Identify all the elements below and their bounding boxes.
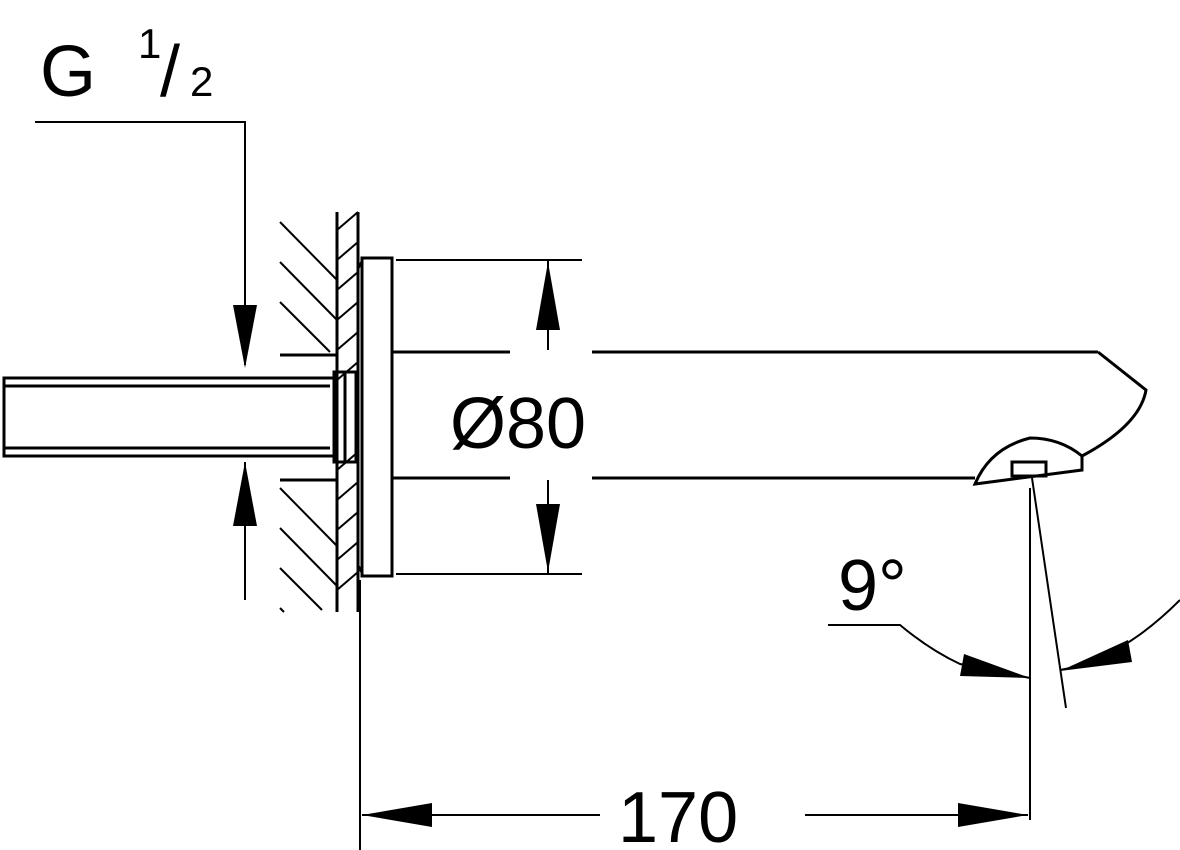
thread-slash: / bbox=[160, 32, 180, 112]
diameter-label: Ø80 bbox=[450, 384, 586, 464]
angle-dimension: 9° bbox=[828, 477, 1180, 820]
thread-arrow-top bbox=[233, 305, 257, 368]
threaded-pipe bbox=[2, 370, 358, 464]
thread-leader bbox=[35, 121, 257, 600]
length-label: 170 bbox=[618, 778, 738, 850]
diameter-arrow-bottom bbox=[536, 504, 560, 572]
length-arrow-left bbox=[362, 803, 432, 827]
thread-arrow-bottom bbox=[233, 462, 257, 526]
angle-arrow-left bbox=[960, 654, 1030, 678]
spout-body bbox=[392, 350, 1148, 486]
length-arrow-right bbox=[958, 803, 1028, 827]
wall-section bbox=[279, 211, 360, 613]
rosette-flange bbox=[356, 256, 394, 578]
length-dimension: 170 bbox=[359, 580, 1028, 850]
thread-letter: G bbox=[40, 32, 96, 112]
angle-arrow-right bbox=[1060, 640, 1132, 671]
thread-denominator: 2 bbox=[190, 58, 213, 105]
angle-label: 9° bbox=[838, 546, 907, 626]
diameter-dimension: Ø80 bbox=[396, 259, 586, 575]
thread-size-label: G 1 / 2 bbox=[40, 20, 213, 112]
diameter-arrow-top bbox=[536, 262, 560, 330]
thread-numerator: 1 bbox=[138, 20, 161, 67]
